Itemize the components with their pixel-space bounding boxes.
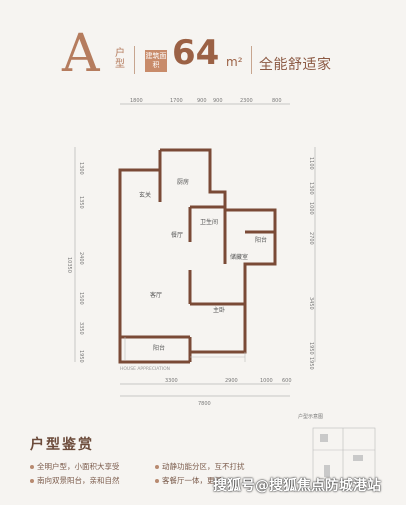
dim-top-3: 900 bbox=[213, 98, 223, 104]
dim-right-3: 2700 bbox=[308, 232, 314, 245]
dim-left-1: 1350 bbox=[78, 196, 84, 209]
bullet-icon bbox=[155, 465, 159, 469]
dim-left-5: 1950 bbox=[78, 350, 84, 363]
feature-3: 客餐厅一体，更显 bbox=[155, 476, 222, 486]
dim-left-2: 2400 bbox=[78, 252, 84, 265]
dim-left-total: 10350 bbox=[66, 257, 72, 273]
room-kitchen: 厨房 bbox=[177, 178, 189, 186]
dim-bottom-1: 2900 bbox=[225, 378, 238, 384]
slogan: 全能舒适家 bbox=[259, 57, 332, 73]
room-entrance: 玄关 bbox=[139, 191, 151, 199]
dim-top-5: 800 bbox=[272, 98, 282, 104]
feature-2: 南向双景阳台，亲和自然 bbox=[30, 476, 120, 486]
dim-right-2: 1000 bbox=[308, 202, 314, 215]
dim-bottom-0: 3300 bbox=[165, 378, 178, 384]
dim-right-6: 1950 bbox=[308, 357, 314, 370]
dim-right-0: 1100 bbox=[308, 157, 314, 170]
dim-top-4: 2300 bbox=[240, 98, 253, 104]
area-unit: m² bbox=[226, 55, 243, 69]
header: A 户型 建筑面积 64 m² 全能舒适家 bbox=[0, 0, 406, 95]
floor-plan-svg: 1800 1700 900 900 2300 800 1300 1350 240… bbox=[66, 98, 316, 407]
mini-plan-svg: 户型示意图 bbox=[298, 413, 376, 491]
room-bathroom: 卫生间 bbox=[200, 218, 218, 226]
room-living: 客厅 bbox=[150, 291, 162, 299]
watermark: 搜狐号@搜狐焦点防城港站 bbox=[213, 478, 381, 494]
divider bbox=[251, 46, 252, 74]
dim-left-0: 1300 bbox=[78, 162, 84, 175]
section-title: 户型鉴赏 bbox=[30, 437, 94, 453]
room-balcony: 阳台 bbox=[153, 344, 165, 352]
divider bbox=[134, 46, 135, 74]
dim-top-1: 1700 bbox=[170, 98, 183, 104]
dim-top-0: 1800 bbox=[130, 98, 143, 104]
area-value: 64 bbox=[172, 33, 220, 73]
dim-left-3: 1500 bbox=[78, 292, 84, 305]
dim-right-4: 3450 bbox=[308, 297, 314, 310]
area-tag: 建筑面积 bbox=[145, 50, 167, 72]
mini-plan-label: 户型示意图 bbox=[298, 413, 323, 420]
bullet-icon bbox=[155, 479, 159, 483]
bottom-section: 户型鉴赏 全明户型，小面积大享受 动静功能分区，互不打扰 南向双景阳台，亲和自然… bbox=[0, 420, 406, 505]
dim-left-4: 3350 bbox=[78, 322, 84, 335]
feature-1: 动静功能分区，互不打扰 bbox=[155, 462, 245, 472]
mini-plan: 户型示意图 bbox=[298, 410, 388, 500]
dim-bottom-3: 600 bbox=[282, 378, 292, 384]
dim-bottom-total: 7800 bbox=[198, 401, 211, 407]
floor-plan: 1800 1700 900 900 2300 800 1300 1350 240… bbox=[60, 92, 360, 412]
type-label: 户型 bbox=[115, 48, 125, 70]
type-letter: A bbox=[62, 24, 100, 84]
dim-top-2: 900 bbox=[197, 98, 207, 104]
room-storage: 储藏室 bbox=[230, 253, 248, 261]
dim-right-1: 1300 bbox=[308, 182, 314, 195]
feature-0: 全明户型，小面积大享受 bbox=[30, 462, 120, 472]
room-dining: 餐厅 bbox=[171, 231, 183, 239]
room-master-bedroom: 主卧 bbox=[213, 306, 225, 314]
house-appreciation-label: HOUSE APPRECIATION bbox=[120, 366, 170, 372]
dim-bottom-2: 1000 bbox=[260, 378, 273, 384]
room-balcony-side: 阳台 bbox=[255, 236, 267, 244]
bullet-icon bbox=[30, 465, 34, 469]
bullet-icon bbox=[30, 479, 34, 483]
dim-right-5: 1950 bbox=[308, 342, 314, 355]
